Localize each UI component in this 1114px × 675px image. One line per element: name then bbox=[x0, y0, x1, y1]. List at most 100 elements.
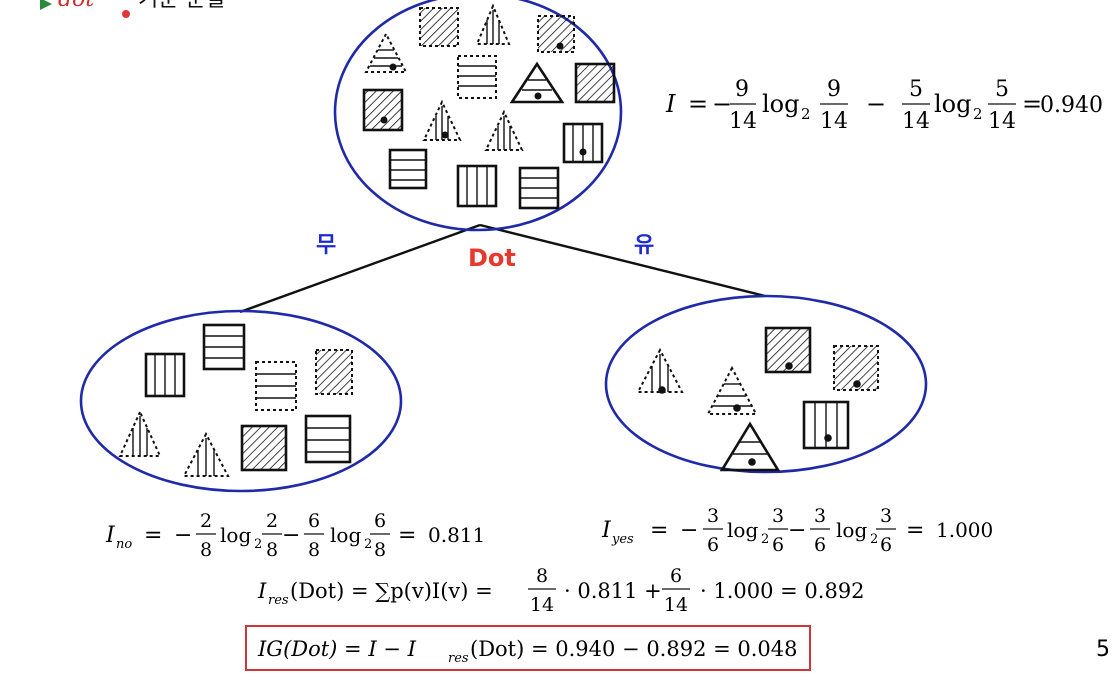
svg-text:log: log bbox=[727, 518, 758, 542]
cursor-dot-icon bbox=[122, 10, 130, 18]
no-result: 0.811 bbox=[428, 523, 485, 547]
svg-text:2: 2 bbox=[870, 532, 878, 547]
page-number: 5 bbox=[1096, 637, 1110, 662]
root-t2-num: 5 bbox=[909, 77, 923, 102]
yes-t1-den-b: 6 bbox=[772, 534, 784, 556]
res-w2-num: 6 bbox=[670, 565, 682, 587]
svg-text:I: I bbox=[601, 518, 612, 543]
yes-t1-num: 3 bbox=[707, 505, 719, 527]
solid-hatched-square-dot-icon bbox=[362, 88, 404, 132]
svg-text:log: log bbox=[220, 523, 251, 547]
root-base2: 2 bbox=[973, 105, 983, 123]
dotted-vstripe-triangle-icon bbox=[182, 431, 230, 477]
root-t2-num-b: 5 bbox=[995, 77, 1009, 102]
edge-no bbox=[239, 223, 481, 314]
solid-vstripe-square-dot-icon bbox=[802, 400, 850, 450]
no-t1-den-b: 8 bbox=[266, 539, 278, 561]
dotted-vstripe-triangle-icon bbox=[475, 3, 511, 45]
yes-t1-num-b: 3 bbox=[772, 505, 784, 527]
res-w2-den: 14 bbox=[664, 594, 688, 616]
yes-result: 1.000 bbox=[936, 518, 993, 542]
root-log2: log bbox=[934, 90, 972, 118]
svg-text:log: log bbox=[836, 518, 867, 542]
root-t1-den-b: 14 bbox=[820, 109, 848, 134]
dotted-vstripe-triangle-dot-icon bbox=[636, 347, 684, 394]
solid-vstripe-square-dot-icon bbox=[562, 122, 604, 164]
root-ellipse bbox=[333, 0, 623, 232]
svg-text:=: = bbox=[398, 523, 416, 548]
no-t2-num-b: 6 bbox=[374, 510, 386, 532]
root-lhs: I bbox=[665, 90, 676, 118]
no-t1-den: 8 bbox=[200, 539, 212, 561]
res-text-a: (Dot) = ∑p(v)I(v) = bbox=[290, 579, 493, 603]
yes-shapes bbox=[636, 326, 879, 472]
res-sub: res bbox=[268, 593, 289, 608]
res-v1: · 0.811 + bbox=[564, 579, 662, 603]
root-entropy-formula: I = − 9 14 log 2 9 14 − 5 14 log 2 5 14 … bbox=[665, 77, 1103, 134]
no-sub: no bbox=[116, 537, 132, 552]
no-ellipse bbox=[79, 309, 403, 493]
yes-sub: yes bbox=[611, 532, 634, 547]
information-gain-formula: IG(Dot) = I − I res (Dot) = 0.940 − 0.89… bbox=[245, 625, 811, 671]
yes-entropy-formula: I yes = − 3 6 log 2 3 6 − 3 6 log 2 3 6 … bbox=[601, 505, 993, 556]
yes-t2-den: 6 bbox=[814, 534, 826, 556]
dotted-hstripe-triangle-dot-icon bbox=[706, 365, 758, 415]
dotted-hatched-square-icon bbox=[315, 349, 353, 395]
ig-sub: res bbox=[448, 651, 469, 666]
bullet-term: dot bbox=[58, 0, 94, 12]
dotted-hatched-square-dot-icon bbox=[537, 15, 575, 53]
edge-yes bbox=[479, 223, 766, 298]
svg-text:−: − bbox=[788, 518, 806, 543]
dotted-hstripe-square-icon bbox=[255, 361, 297, 411]
bullet-arrow-icon bbox=[40, 0, 52, 10]
dotted-hstripe-square-icon bbox=[457, 55, 497, 99]
dotted-hstripe-triangle-dot-icon bbox=[364, 31, 408, 73]
bullet-suffix: 기준 분할 bbox=[138, 0, 226, 12]
ig-highlight-box bbox=[245, 625, 811, 671]
solid-hstripe-square-icon bbox=[202, 323, 246, 371]
yes-t2-num-b: 3 bbox=[880, 505, 892, 527]
svg-text:=: = bbox=[1022, 90, 1042, 118]
svg-text:I: I bbox=[257, 579, 267, 603]
root-t1-num-b: 9 bbox=[827, 77, 841, 102]
root-base1: 2 bbox=[801, 105, 811, 123]
dotted-vstripe-triangle-icon bbox=[118, 409, 162, 457]
solid-hstripe-triangle-dot-icon bbox=[719, 421, 781, 472]
solid-hstripe-square-icon bbox=[518, 166, 560, 210]
solid-hstripe-square-icon bbox=[304, 414, 352, 464]
root-result: 0.940 bbox=[1040, 93, 1103, 118]
no-shapes bbox=[118, 323, 353, 477]
svg-text:2: 2 bbox=[761, 532, 769, 547]
svg-text:−: − bbox=[680, 518, 698, 543]
residual-entropy-formula: I res (Dot) = ∑p(v)I(v) = 8 14 · 0.811 +… bbox=[257, 565, 865, 616]
dotted-vstripe-triangle-icon bbox=[484, 109, 524, 151]
root-split-label: Dot bbox=[468, 244, 516, 272]
solid-vstripe-square-icon bbox=[456, 164, 498, 208]
res-w1-num: 8 bbox=[536, 565, 548, 587]
res-w1-den: 14 bbox=[530, 594, 554, 616]
yes-ellipse bbox=[604, 294, 928, 474]
svg-text:=: = bbox=[906, 518, 924, 543]
root-log1: log bbox=[762, 90, 800, 118]
solid-hatched-square-dot-icon bbox=[764, 326, 812, 374]
solid-hstripe-square-icon bbox=[388, 148, 428, 190]
yes-t1-den: 6 bbox=[707, 534, 719, 556]
svg-text:2: 2 bbox=[364, 537, 372, 552]
solid-hstripe-triangle-dot-icon bbox=[509, 61, 565, 104]
svg-text:I: I bbox=[105, 523, 116, 548]
svg-text:=: = bbox=[144, 523, 162, 548]
svg-text:log: log bbox=[330, 523, 361, 547]
no-t1-num: 2 bbox=[200, 510, 212, 532]
svg-text:2: 2 bbox=[254, 537, 262, 552]
no-entropy-formula: I no = − 2 8 log 2 2 8 − 6 8 log 2 6 8 =… bbox=[105, 510, 485, 561]
root-t1-num: 9 bbox=[735, 77, 749, 102]
svg-text:−: − bbox=[282, 523, 300, 548]
svg-text:−: − bbox=[174, 523, 192, 548]
svg-text:=: = bbox=[688, 90, 708, 118]
solid-vstripe-square-icon bbox=[144, 352, 186, 398]
svg-text:−: − bbox=[866, 90, 886, 118]
svg-text:=: = bbox=[650, 518, 668, 543]
root-t2-den-b: 14 bbox=[988, 109, 1016, 134]
dotted-hatched-square-icon bbox=[419, 7, 459, 47]
